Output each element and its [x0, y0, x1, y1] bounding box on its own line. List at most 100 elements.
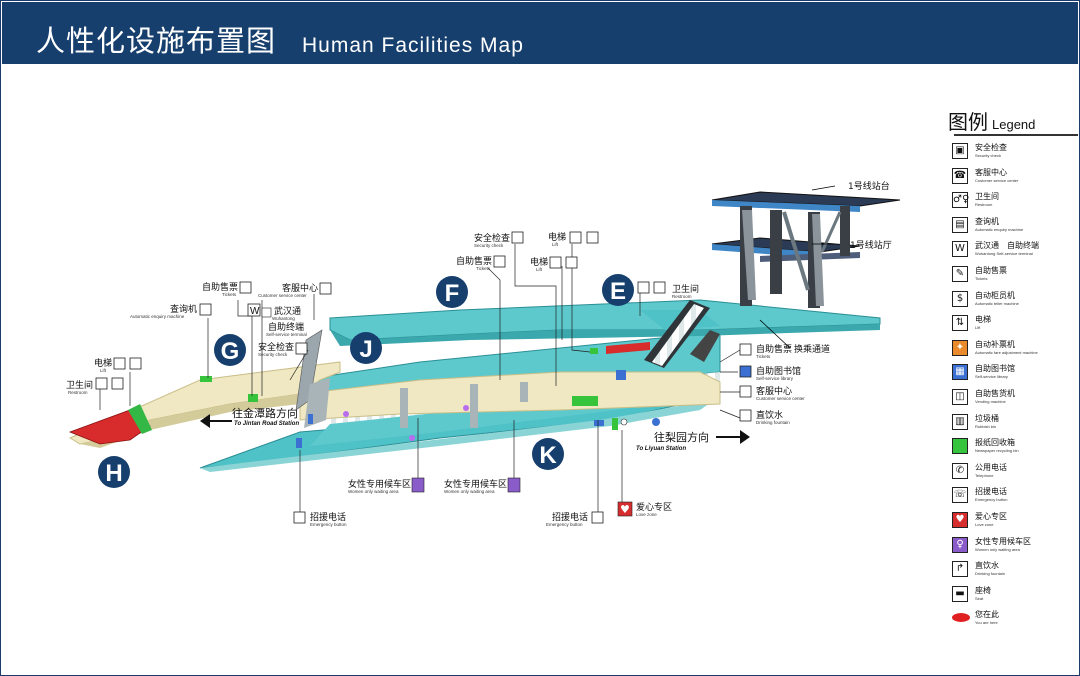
station-map: 1号线站台 1号线站厅 换乘通道 F E: [66, 180, 901, 527]
love-zone-icon: [617, 501, 633, 517]
legend-item-label-en: Drinking fountain: [975, 571, 1006, 577]
enquiry-machine-icon: [199, 303, 212, 316]
customer-service-icon: [319, 282, 332, 295]
leader-lines: [99, 244, 741, 520]
love-zone-icon: ♥: [952, 512, 968, 528]
security-check-icon: [295, 342, 308, 355]
security-check-label: 安全检查: [258, 341, 294, 353]
women-waiting-label-en: Women only waiting area: [348, 489, 399, 494]
emergency-button-icon: ☏: [952, 487, 968, 504]
legend-item-label: 武汉通 自助终端: [975, 241, 1039, 251]
tickets-label: 自助售票: [456, 255, 492, 267]
customer-service-label-en: Customer service center: [258, 293, 307, 298]
exit-j-label: J: [359, 336, 372, 363]
wheelchair-icon: [549, 256, 562, 269]
telephone-icon: ✆: [952, 462, 968, 479]
exit-h-label: H: [105, 460, 122, 487]
legend-item-label: 垃圾桶: [975, 413, 999, 423]
exit-f-marker[interactable]: F: [436, 276, 468, 308]
tickets-label-en: Tickets: [756, 354, 771, 359]
legend-item-label: 自助售票: [975, 266, 1007, 275]
legend-item-label-en: Wuhantong Self-service terminal: [975, 251, 1033, 257]
exit-h-marker[interactable]: H: [98, 456, 130, 488]
library-label-en: Self-service library: [756, 376, 794, 381]
emergency-button-icon: [293, 511, 306, 524]
enquiry-machine-icon: ▤: [952, 216, 968, 233]
exit-markers: F E G J H K: [98, 274, 634, 488]
security-check-label: 安全检查: [474, 232, 510, 244]
facility-markers: [200, 348, 660, 448]
ticket-machine-icon: [739, 343, 752, 356]
legend-item-label-en: Customer service center: [975, 177, 1019, 183]
love-zone-label: 爱心专区: [636, 501, 672, 513]
customer-service-label: 客服中心: [756, 385, 792, 397]
drinking-fountain-label: 直饮水: [756, 409, 783, 421]
restroom-label: 卫生间: [66, 379, 93, 391]
women-waiting-icon: [507, 477, 521, 493]
exit-k-marker[interactable]: K: [532, 438, 564, 470]
legend-item-label: 客服中心: [975, 167, 1007, 177]
legend-title-cn: 图例: [948, 110, 988, 134]
direction-west: 往金潭路方向 To Jintan Road Station: [200, 406, 299, 428]
legend-item-label-en: Self-service library: [975, 374, 1008, 380]
legend-item-label-en: Women only waiting area: [975, 546, 1020, 552]
exit-e-marker[interactable]: E: [602, 274, 634, 306]
wuhantong-label: 武汉通: [274, 305, 301, 317]
women-waiting-label: 女性专用候车区: [444, 478, 507, 490]
wheelchair-icon: [569, 231, 582, 244]
women-waiting-icon: [411, 477, 425, 493]
exit-g-marker[interactable]: G: [214, 334, 246, 366]
legend-item-label: 报纸回收箱: [975, 438, 1015, 448]
transfer-passage-label: 换乘通道: [794, 343, 830, 355]
enquiry-machine-label-en: Automatic enquiry machine: [130, 314, 185, 319]
lift-icon: [586, 231, 599, 244]
lift-label: 电梯: [530, 256, 548, 268]
newspaper-bin-icon: [952, 438, 968, 455]
customer-service-icon: [739, 385, 752, 398]
wuhantong-label-en: Wuhantong: [272, 316, 295, 321]
direction-west-label: 往金潭路方向: [232, 406, 298, 420]
security-check-label-en: Security check: [258, 352, 288, 357]
restroom-icon: ♂♀: [952, 192, 969, 209]
legend-item-label-en: Automatic teller machine: [975, 300, 1019, 306]
exit-j-marker[interactable]: J: [350, 332, 382, 364]
exit-f-label: F: [445, 280, 460, 307]
legend-item-label-en: Lift: [975, 325, 981, 331]
ticket-machine-icon: ✎: [952, 266, 968, 282]
emergency-button-label-en: Emergency button: [546, 522, 583, 527]
enquiry-machine-label: 查询机: [170, 303, 197, 315]
legend-title-en: Legend: [992, 117, 1036, 132]
line1-station-structure: 1号线站台 1号线站厅 换乘通道: [711, 180, 901, 355]
library-icon: [739, 365, 752, 378]
ticket-machine-icon: [239, 281, 252, 294]
emergency-button-label: 招援电话: [552, 511, 588, 523]
security-check-label-en: Security check: [474, 243, 504, 248]
svg-text:♥: ♥: [620, 503, 630, 516]
legend-item-label: 卫生间: [975, 192, 999, 202]
red-zones: [68, 342, 650, 445]
restroom-label-en: Restroom: [68, 390, 88, 395]
line1-hall-label: 1号线站厅: [850, 239, 892, 251]
legend-item-label-en: Restroom: [975, 202, 993, 208]
restroom-label-en: Restroom: [672, 294, 692, 299]
lift-label: 电梯: [548, 231, 566, 243]
restroom-icon: [95, 377, 108, 390]
atm-icon: $: [952, 290, 968, 307]
legend-item-label-en: Seat: [975, 595, 984, 601]
legend-item-label-en: Emergency button: [975, 497, 1008, 503]
legend-item-label: 电梯: [975, 315, 991, 325]
page-title-english: Human Facilities Map: [302, 34, 524, 57]
legend-item-label: 自助图书馆: [975, 364, 1015, 374]
legend-item-label: 自助售货机: [975, 389, 1015, 398]
ticket-machine-icon: [493, 255, 506, 268]
